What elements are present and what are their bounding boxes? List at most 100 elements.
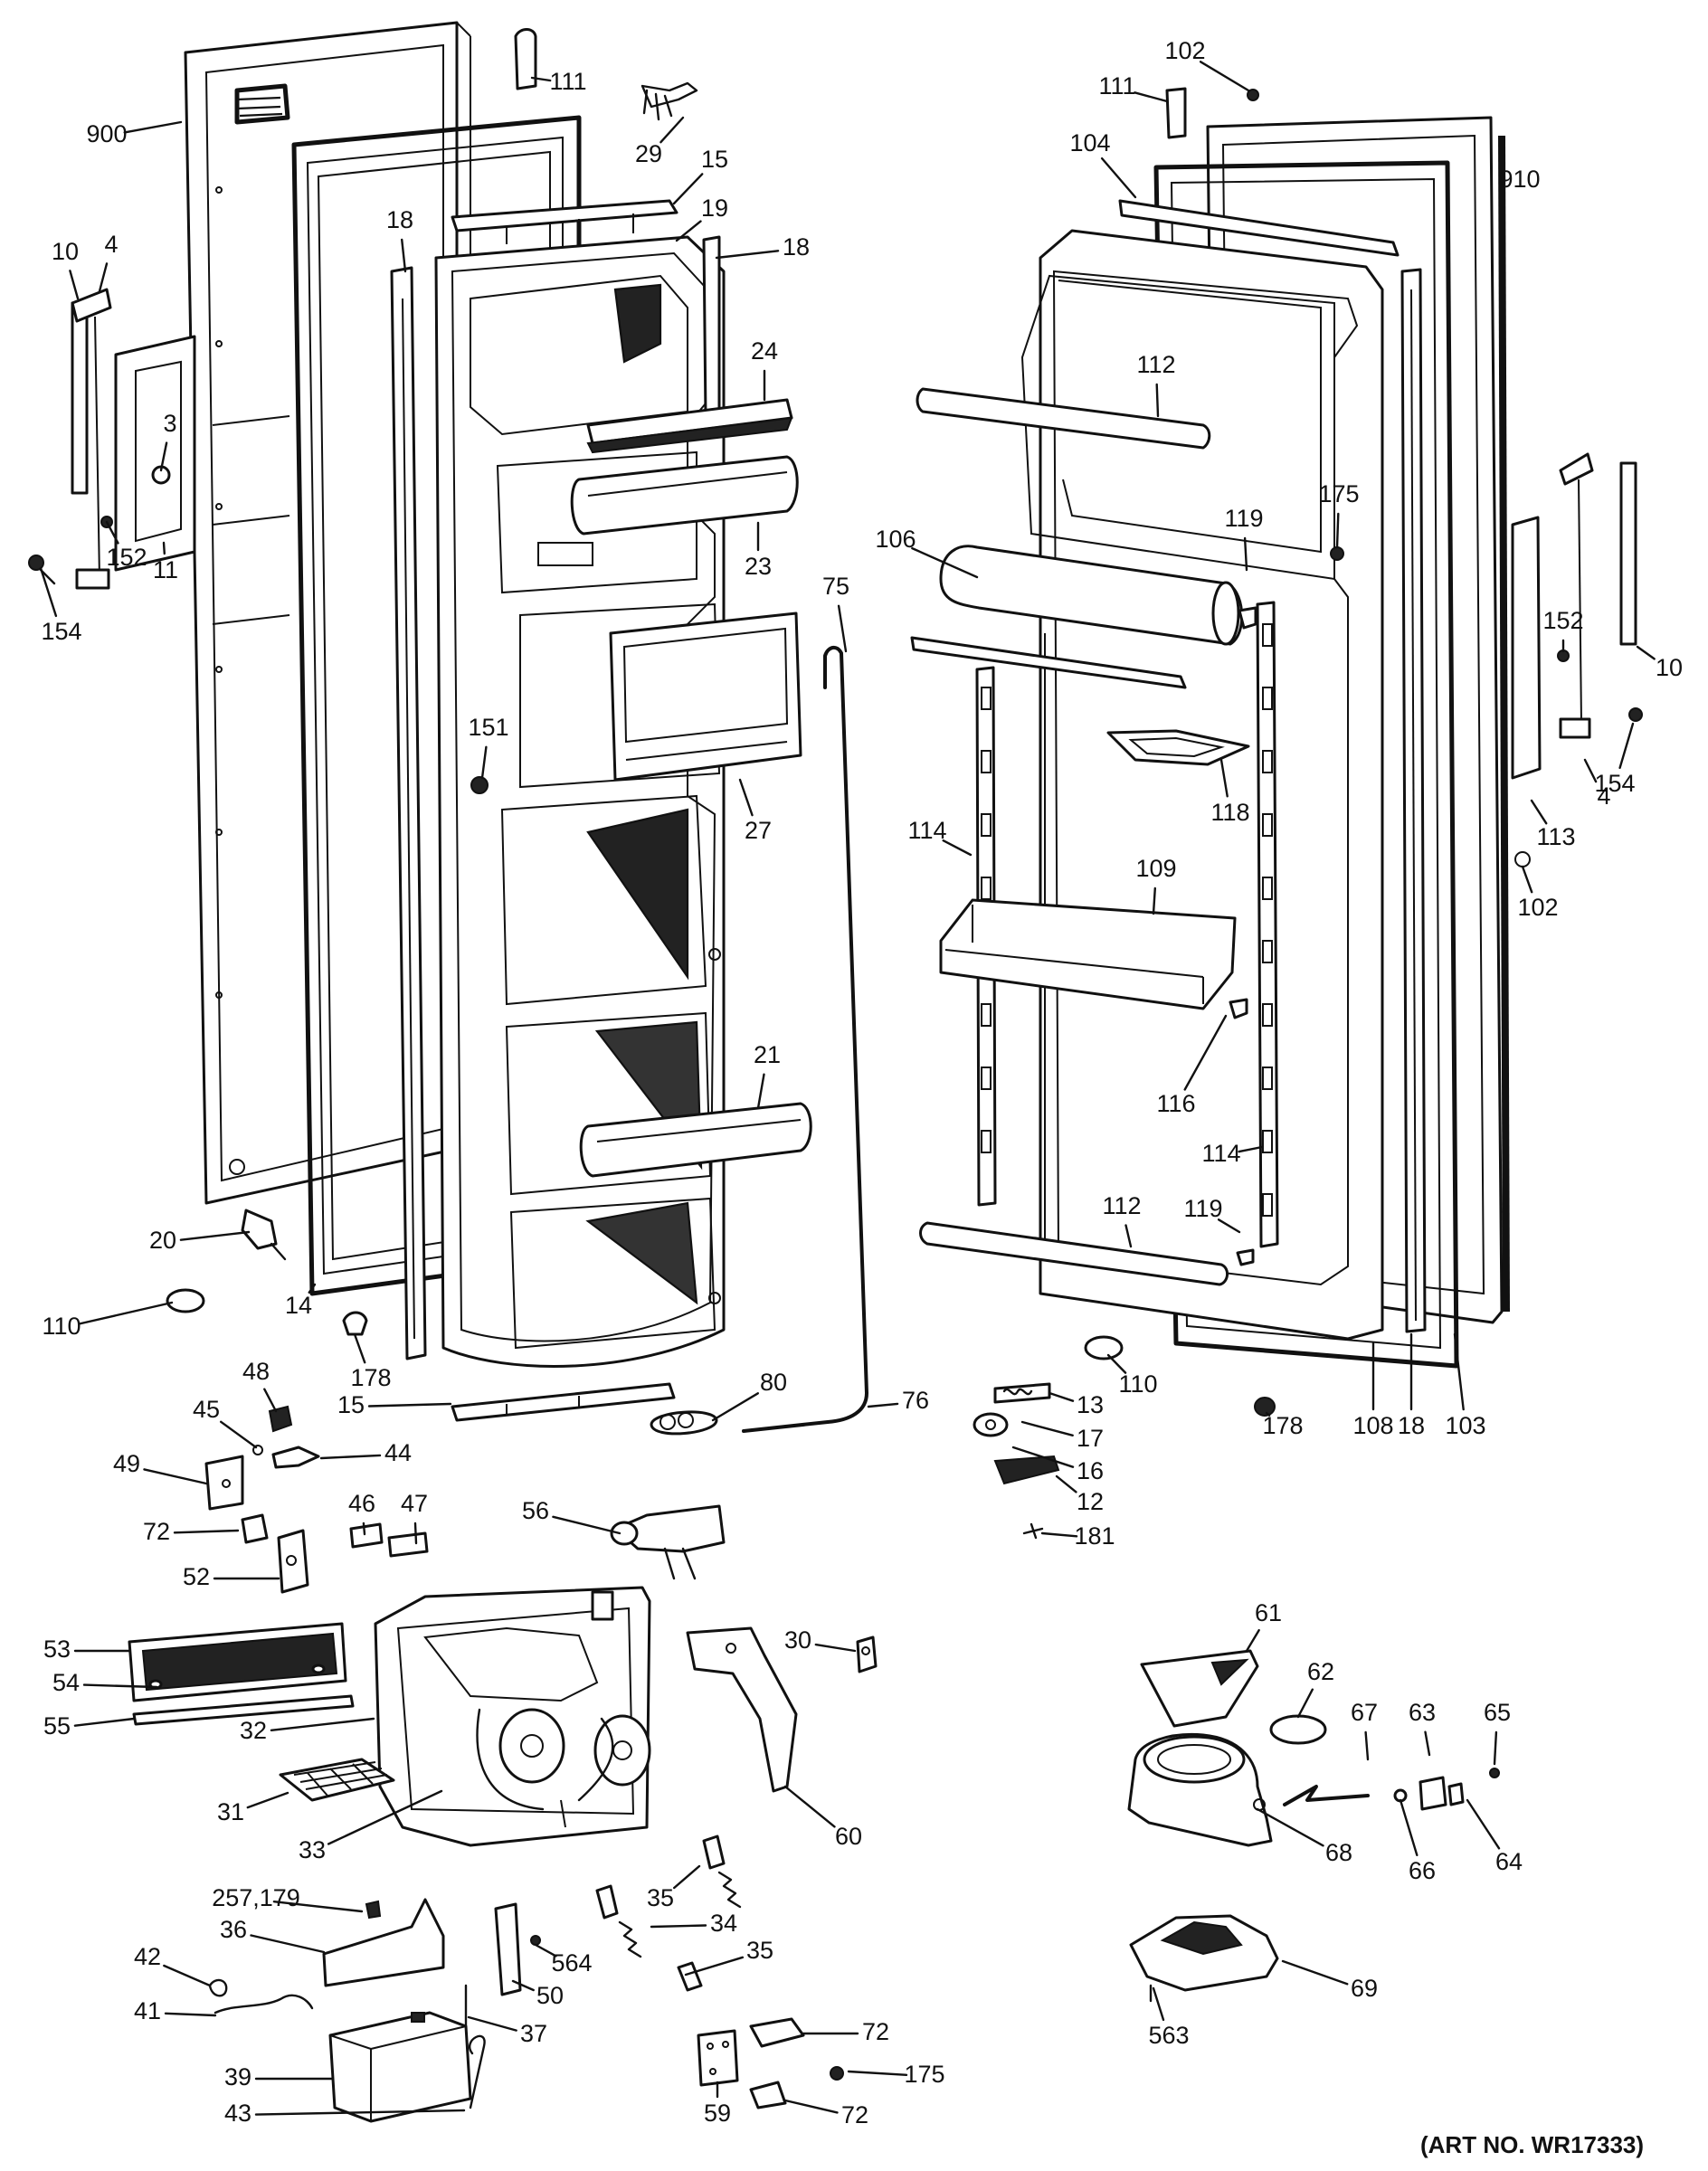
leader-line <box>164 2012 217 2017</box>
callout-label: 63 <box>1409 1699 1436 1726</box>
callout-43: 43 <box>224 2100 466 2127</box>
leader-line <box>715 250 780 260</box>
leader-line <box>73 1717 136 1727</box>
callout-14: 14 <box>285 1283 317 1319</box>
callout-102a: 102 <box>1164 37 1250 92</box>
leader-line <box>413 1522 418 1545</box>
freezer-top-trim-15 <box>451 199 678 244</box>
callout-66: 66 <box>1399 1798 1436 1884</box>
callout-910: 910 <box>1499 166 1540 193</box>
leader-line <box>179 1230 251 1241</box>
callout-label: 113 <box>1536 823 1575 850</box>
callout-label: 62 <box>1307 1658 1334 1685</box>
callout-175b: 175 <box>1318 480 1360 549</box>
freezer-bottom-trim-15 <box>451 1382 676 1422</box>
freezer-right-strip-18 <box>702 235 721 420</box>
callout-label: 39 <box>224 2063 251 2090</box>
callout-119a: 119 <box>1224 505 1264 572</box>
leader-line <box>1048 1391 1075 1402</box>
leader-line <box>1106 1353 1127 1374</box>
callout-label: 102 <box>1517 894 1558 921</box>
leader-line <box>219 1420 258 1449</box>
leader-line <box>250 1934 326 1954</box>
callout-10a: 10 <box>52 238 80 300</box>
leader-line <box>1100 156 1137 199</box>
leader-line <box>319 1454 382 1460</box>
leader-line <box>272 1900 364 1913</box>
callout-37: 37 <box>467 2015 547 2047</box>
callout-181: 181 <box>1040 1522 1115 1550</box>
callout-50: 50 <box>511 1979 564 2009</box>
leader-line <box>467 2015 517 2032</box>
callout-label: 53 <box>43 1635 71 1663</box>
callout-36: 36 <box>220 1916 326 1954</box>
callout-label: 18 <box>386 206 413 233</box>
callout-152b: 152 <box>1542 607 1584 653</box>
callout-72a: 72 <box>143 1518 240 1545</box>
shelf-bar-24 <box>586 398 793 454</box>
leader-line <box>98 262 109 293</box>
callout-label: 4 <box>104 231 118 258</box>
callout-label: 17 <box>1077 1425 1104 1452</box>
callout-label: 110 <box>1118 1370 1157 1398</box>
callout-106: 106 <box>875 526 979 579</box>
leader-line <box>1040 1531 1078 1538</box>
callout-111a: 111 <box>530 68 587 95</box>
leader-line <box>783 2099 839 2114</box>
callout-label: 55 <box>43 1712 71 1740</box>
callout-label: 4 <box>1597 782 1610 810</box>
leader-line <box>673 1864 701 1890</box>
callout-label: 104 <box>1069 129 1110 156</box>
callout-label: 29 <box>635 140 662 167</box>
leader-line <box>367 1402 452 1408</box>
callout-label: 60 <box>835 1823 862 1850</box>
leader-line <box>783 1785 836 1828</box>
callout-52: 52 <box>183 1563 280 1590</box>
callout-label: 112 <box>1102 1192 1141 1219</box>
leader-line <box>246 1791 289 1809</box>
callout-178b: 178 <box>1262 1411 1304 1439</box>
callout-label: 152 <box>1542 607 1583 634</box>
callout-72b: 72 <box>802 2018 889 2045</box>
callout-label: 35 <box>647 1884 674 1911</box>
leader-line <box>711 1392 759 1422</box>
leader-line <box>480 745 488 780</box>
callout-35b: 35 <box>684 1937 773 1977</box>
leader-line <box>1011 1446 1075 1468</box>
callout-label: 119 <box>1183 1195 1222 1222</box>
callout-48: 48 <box>242 1358 278 1413</box>
callout-label: 68 <box>1325 1839 1352 1866</box>
callout-18a: 18 <box>715 233 810 261</box>
callout-11: 11 <box>153 541 178 583</box>
callout-72c: 72 <box>783 2099 868 2128</box>
callout-29: 29 <box>635 116 685 167</box>
callout-49: 49 <box>113 1450 208 1485</box>
leader-line <box>270 1717 375 1732</box>
callout-118: 118 <box>1210 758 1250 826</box>
callout-23: 23 <box>745 521 772 580</box>
ice-chute-61 <box>1140 1649 1259 1728</box>
callout-label: 59 <box>704 2100 731 2127</box>
leader-line <box>650 1924 707 1929</box>
callout-label: 47 <box>401 1490 428 1517</box>
leader-line <box>308 1283 317 1294</box>
leader-line <box>1521 865 1533 894</box>
callout-label: 66 <box>1409 1857 1436 1884</box>
callout-32: 32 <box>240 1717 375 1744</box>
leader-line <box>1055 1474 1077 1493</box>
callout-label: 35 <box>746 1937 773 1964</box>
fresh-food-door-liner-108 <box>1020 229 1384 1341</box>
callout-label: 564 <box>551 1949 592 1977</box>
leader-line <box>163 1964 212 1987</box>
leader-line <box>867 1402 899 1408</box>
callout-label: 109 <box>1135 855 1176 882</box>
leader-line <box>39 566 58 618</box>
callout-154a: 154 <box>39 566 82 645</box>
leader-line <box>1152 1986 1165 2022</box>
callout-103: 103 <box>1445 1332 1486 1439</box>
shelf-bar-23 <box>570 455 799 536</box>
callout-13: 13 <box>1048 1391 1104 1418</box>
callout-label: 112 <box>1136 351 1175 378</box>
callout-53: 53 <box>43 1635 131 1663</box>
callout-label: 175 <box>904 2061 944 2088</box>
